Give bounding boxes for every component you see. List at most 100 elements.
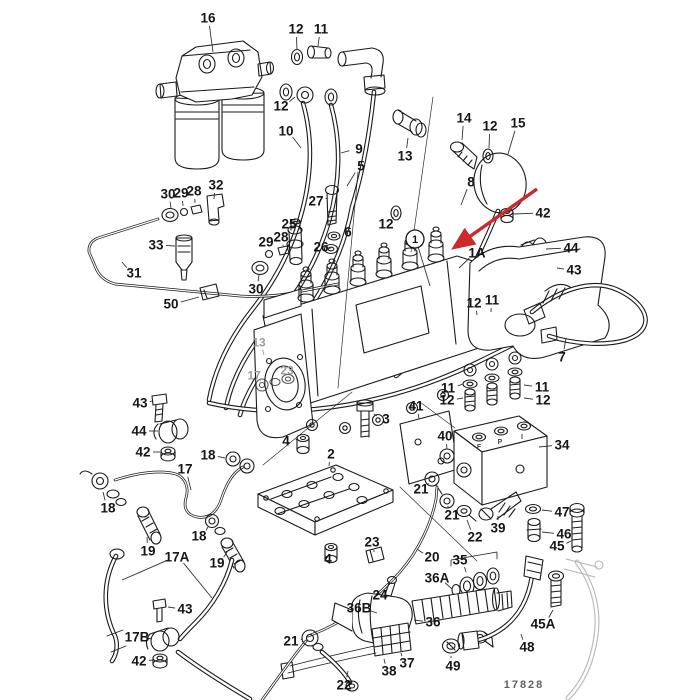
part-label-13: 13 xyxy=(252,336,266,350)
part-label-40: 40 xyxy=(437,429,452,444)
circled-part-label-ring xyxy=(405,229,425,249)
leader-line xyxy=(488,133,490,149)
part-label-18: 18 xyxy=(200,448,216,463)
part-label-12: 12 xyxy=(378,217,393,232)
part-7-hose xyxy=(523,285,646,343)
part-13-banjo-screw xyxy=(392,109,427,138)
left-clamp-group xyxy=(151,393,189,462)
part-label-36B: 36B xyxy=(347,601,372,616)
leader-line xyxy=(548,609,554,618)
valve-port-letter-I: I xyxy=(521,434,523,441)
leader-line xyxy=(300,638,303,640)
part-label-43: 43 xyxy=(132,396,148,411)
part-17-fuel-pipe xyxy=(79,451,255,573)
part-label-33: 33 xyxy=(148,238,164,253)
part-label-10: 10 xyxy=(278,124,293,139)
part-label-36: 36 xyxy=(425,615,441,630)
part-label-42: 42 xyxy=(135,445,150,460)
part-label-17: 17 xyxy=(247,369,261,383)
part-label-12: 12 xyxy=(273,99,288,114)
leader-line xyxy=(541,509,553,512)
part-4-spacer xyxy=(296,433,310,455)
part-45A-nipple xyxy=(547,570,565,608)
leader-line xyxy=(102,491,106,501)
leader-line xyxy=(289,96,296,103)
part-label-38: 38 xyxy=(381,664,397,679)
leader-line xyxy=(507,130,516,155)
part-label-34: 34 xyxy=(554,438,570,453)
part-label-29: 29 xyxy=(173,186,188,201)
leader-line xyxy=(427,482,429,485)
leader-line xyxy=(287,375,290,379)
part-35-seal-kit xyxy=(450,551,500,597)
part-label-11: 11 xyxy=(441,381,456,396)
part-label-23: 23 xyxy=(280,364,294,378)
leader-line xyxy=(541,531,555,534)
part-16-fuel-filter xyxy=(155,40,275,170)
leader-line xyxy=(458,257,470,269)
part-17B-clamp-group xyxy=(145,598,180,669)
elbow-fitting xyxy=(337,47,386,96)
leader-line xyxy=(413,619,424,622)
part-label-35: 35 xyxy=(452,553,468,568)
part-label-18: 18 xyxy=(191,529,207,544)
part-label-21: 21 xyxy=(413,482,429,497)
part-label-9: 9 xyxy=(355,142,363,157)
bottom-banjo-fittings xyxy=(260,629,359,700)
part-label-28: 28 xyxy=(186,184,202,199)
leader-line xyxy=(417,246,431,287)
part-34-valve-block xyxy=(424,351,548,522)
leader-line xyxy=(460,189,468,206)
part-label-8: 8 xyxy=(467,175,475,190)
part-label-19: 19 xyxy=(140,544,155,559)
part-3-screw xyxy=(356,399,374,438)
part-22-plug xyxy=(456,504,477,522)
leader-line xyxy=(475,310,478,316)
leader-line xyxy=(217,455,226,459)
leader-line xyxy=(146,637,153,640)
part-49-plug xyxy=(441,630,494,654)
part-label-1A: 1A xyxy=(468,246,486,261)
leader-line xyxy=(209,25,214,53)
part-label-3: 3 xyxy=(382,412,390,427)
part-17A-hoses xyxy=(106,548,250,700)
part-label-30: 30 xyxy=(160,187,175,202)
part-label-11: 11 xyxy=(485,293,500,308)
leader-line xyxy=(400,652,403,657)
part-label-47: 47 xyxy=(554,505,569,520)
part-label-12: 12 xyxy=(482,119,497,134)
part-label-21: 21 xyxy=(283,634,299,649)
circled-part-label-1: 1 xyxy=(412,234,418,246)
guide-lines xyxy=(262,96,478,562)
leader-line xyxy=(295,438,298,440)
leader-line xyxy=(262,349,265,356)
part-label-11: 11 xyxy=(314,22,329,37)
part-label-7: 7 xyxy=(558,350,566,365)
leader-line xyxy=(325,197,328,200)
leader-line xyxy=(457,383,464,387)
leader-line xyxy=(165,244,176,247)
leader-line xyxy=(512,212,534,215)
leader-line xyxy=(416,548,424,554)
leader-line xyxy=(466,519,472,530)
part-label-4: 4 xyxy=(324,552,332,567)
part-label-18: 18 xyxy=(100,501,116,516)
part-label-39: 39 xyxy=(490,521,505,536)
leader-line xyxy=(538,445,553,448)
part-2-mounting-plate xyxy=(257,464,394,536)
leader-line xyxy=(386,585,389,590)
leader-line xyxy=(149,400,153,403)
leader-line xyxy=(406,137,409,149)
part-label-44: 44 xyxy=(131,424,147,439)
leader-line xyxy=(523,397,534,400)
leader-line xyxy=(520,633,524,640)
part-label-12: 12 xyxy=(466,296,481,311)
leader-line xyxy=(223,551,228,558)
part-label-4: 4 xyxy=(282,434,290,449)
part-label-42: 42 xyxy=(535,206,550,221)
leader-line xyxy=(461,125,464,141)
valve-port-letter-P: P xyxy=(498,439,503,446)
part-label-45A: 45A xyxy=(531,617,556,632)
part-20-pipe xyxy=(306,485,439,638)
